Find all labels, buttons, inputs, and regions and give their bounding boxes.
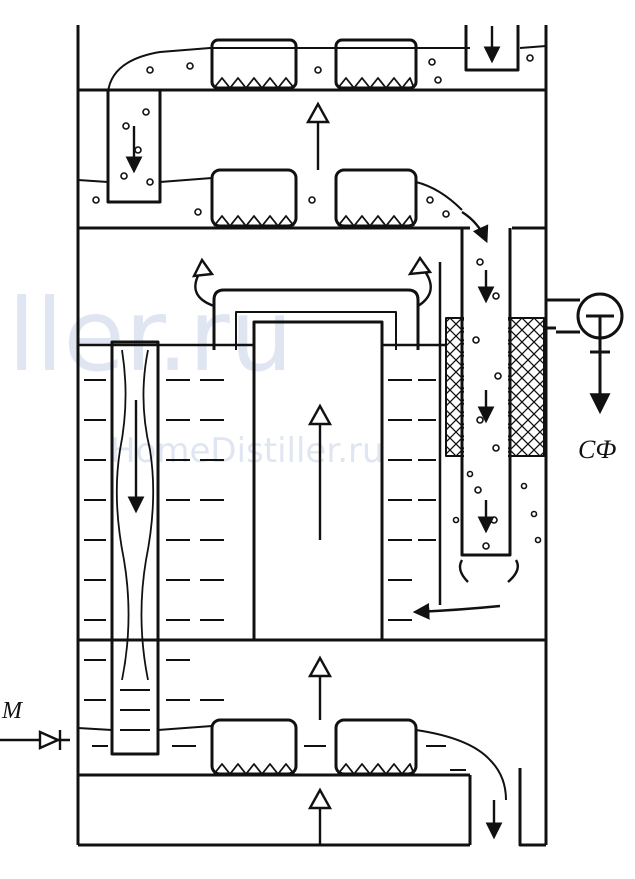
top-inlet-pipe: [464, 25, 520, 72]
tray-middle-cap-1-teeth: [213, 215, 295, 227]
tray-middle-cap-2-teeth: [337, 215, 415, 227]
tray-top-cap-2: [334, 38, 418, 90]
separator-housing: [512, 226, 556, 330]
tray-bottom-cap-2-teeth: [337, 763, 415, 775]
watermark-small: HomeDistiller.ru: [110, 431, 384, 471]
left-downcomer: [110, 340, 160, 756]
left-downcomer-wave-1: [115, 349, 130, 681]
watermark-large: iller.ru: [0, 277, 293, 394]
swirl-arrow-right: [507, 559, 519, 583]
recirculation-arrow: [412, 602, 501, 620]
tray-top-cap-2-teeth: [337, 77, 415, 89]
vapor-arrowhead-riser: [307, 403, 333, 426]
downcomer-top: [106, 88, 162, 204]
vapor-arrowhead-top: [305, 101, 331, 124]
riser-cap: [212, 288, 420, 350]
vapor-arrowhead-right: [407, 255, 433, 276]
tray-top-cap-1-teeth: [213, 77, 295, 89]
tray-top-liquid: [107, 45, 547, 93]
swirl-arrow-left: [458, 559, 469, 583]
tray-bottom-cap-2: [334, 718, 418, 776]
tray-top-cap-1: [210, 38, 298, 90]
left-downcomer-wave-2: [140, 349, 155, 681]
riser-cap-inner: [235, 311, 397, 350]
outlet-valve-body: [556, 298, 614, 354]
vapor-arrowhead-left: [191, 257, 215, 278]
tray-middle-cap-1: [210, 168, 298, 228]
vapor-arrowhead-base: [307, 787, 333, 810]
tray-bottom-liquid: [77, 725, 507, 801]
tray-bottom-cap-1-teeth: [213, 763, 295, 775]
separator-flow-arrow: [461, 210, 489, 244]
separator-packing-mask: [464, 316, 508, 460]
liquid-dashes: [84, 379, 466, 771]
vapor-arrow-right: [417, 269, 432, 308]
inlet-arrowhead: [38, 730, 61, 750]
tray-middle-liquid: [77, 177, 463, 211]
vapor-arrowhead-lower: [307, 655, 333, 678]
outlet-label: СФ: [578, 435, 616, 464]
tray-middle-cap-2: [334, 168, 418, 228]
bottom-downcomer: [468, 768, 546, 847]
tray-bottom-cap-1: [210, 718, 298, 776]
inlet-label: M: [1, 698, 24, 724]
